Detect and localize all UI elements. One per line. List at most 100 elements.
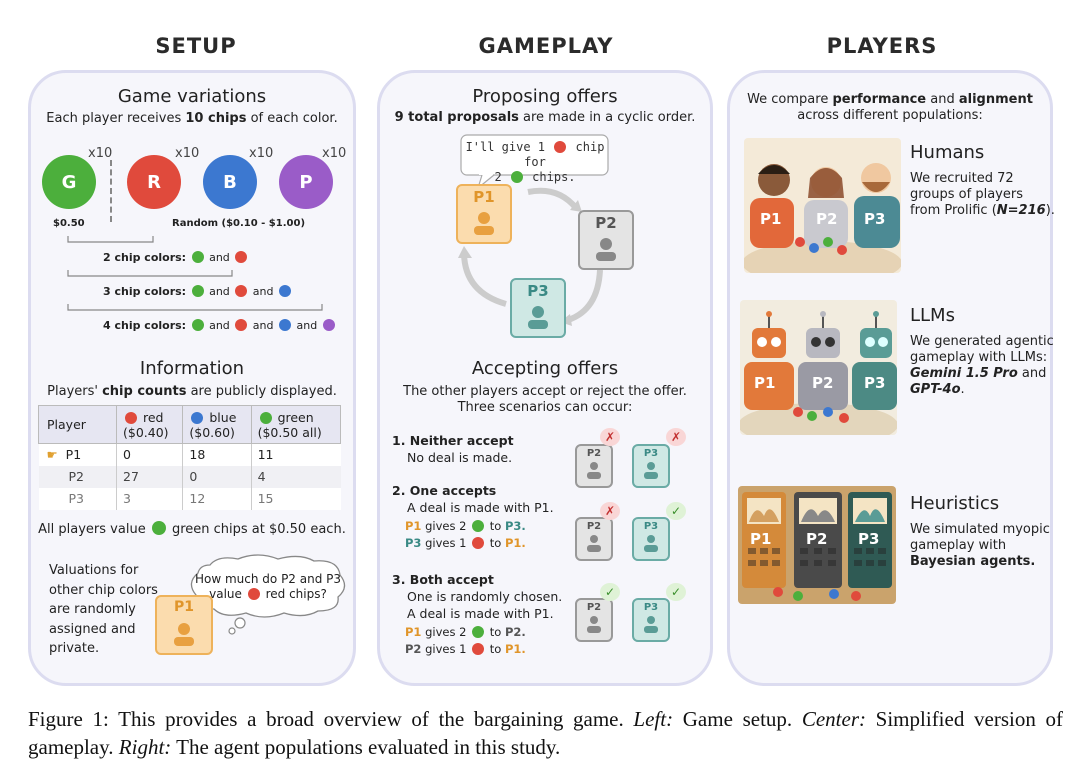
- llms-line: We generated agentic: [910, 334, 1054, 349]
- speech-d: chips.: [532, 170, 576, 184]
- person-icon: [587, 616, 601, 633]
- p2-mini-card: P2: [575, 598, 613, 642]
- red-chip-icon: R: [127, 155, 181, 209]
- scenario-line: P2 gives 1 to P1.: [392, 641, 562, 658]
- scenario-line: A deal is made with P1.: [407, 606, 554, 621]
- humans-n: N=216: [996, 203, 1046, 218]
- p2-label: P2: [806, 530, 828, 548]
- person-icon: [174, 623, 194, 646]
- thought-c: red chips?: [265, 587, 327, 601]
- to-text: to: [489, 642, 502, 656]
- scenario-line: P1 gives 2 to P3.: [392, 518, 554, 535]
- p2-label: P2: [816, 210, 838, 228]
- to-text: to: [489, 519, 502, 533]
- llms-title: LLMs: [910, 305, 955, 326]
- p3-label: P3: [864, 210, 886, 228]
- p3-label: P3: [643, 602, 659, 613]
- person-icon: [644, 462, 658, 479]
- player-cell: P2: [38, 465, 117, 488]
- green-dot-icon: [510, 171, 523, 183]
- blue-dot-icon: [279, 319, 291, 331]
- table-header-row: Player red($0.40) blue($0.60) green($0.5…: [38, 405, 342, 444]
- player-name: P1: [65, 447, 82, 463]
- purple-chip-icon: P: [279, 155, 333, 209]
- to-text: to: [489, 536, 502, 550]
- scenario-line: A deal is made with P1.: [407, 500, 554, 515]
- p2-label: P2: [595, 214, 617, 232]
- p3-label: P3: [527, 282, 549, 300]
- info-sub-b: chip counts: [102, 384, 187, 399]
- info-sub-a: Players': [47, 384, 103, 399]
- p3-label: P3: [643, 448, 659, 459]
- scenario-heading: 1. Neither accept: [392, 433, 514, 448]
- blue-chip-icon: B: [203, 155, 257, 209]
- blue-cell: 12: [182, 487, 252, 510]
- humans-title: Humans: [910, 142, 985, 163]
- purple-chip-count: x10: [322, 146, 347, 161]
- table-row: P2 27 0 4: [38, 465, 341, 488]
- accept-icon: ✓: [600, 583, 620, 601]
- llms-text: We generated agentic gameplay with LLMs:…: [910, 334, 1054, 398]
- green-dot-icon: [191, 251, 204, 263]
- thought-line-1: How much do P2 and P3: [194, 572, 342, 586]
- red-dot-icon: [472, 643, 485, 655]
- p1-label: P1: [173, 599, 194, 615]
- valuations-line: Valuations for: [49, 563, 139, 578]
- p3-label: P3: [864, 374, 886, 392]
- valuations-line: are randomly: [49, 602, 136, 617]
- green-cell: 11: [257, 447, 274, 463]
- player-cell: ☛ P1: [38, 443, 117, 466]
- humans-line: from Prolific (N=216).: [910, 203, 1055, 219]
- variations-sub-a: Each player receives: [46, 111, 186, 126]
- green-chip-count: x10: [88, 146, 113, 161]
- person-icon: [474, 212, 494, 235]
- red-header-value: ($0.40): [123, 424, 169, 440]
- gameplay-header: GAMEPLAY: [478, 34, 614, 58]
- valuations-line: private.: [49, 641, 100, 656]
- red-cell: 27: [116, 465, 184, 488]
- proposing-sub-a: 9 total proposals: [394, 110, 519, 125]
- green-dot-icon: [259, 411, 272, 424]
- red-dot-icon: [235, 285, 248, 297]
- p3-mini-card: P3: [632, 444, 670, 488]
- cycle-arrows: [458, 187, 603, 326]
- person-icon: [644, 535, 658, 552]
- green-note-a: All players value: [38, 522, 150, 537]
- heuristics-drawing: [742, 492, 892, 601]
- valuations-note: Valuations for other chip colors are ran…: [49, 561, 158, 659]
- p1-label: P1: [405, 519, 422, 533]
- p2-label: P2: [586, 521, 602, 532]
- person-icon: [596, 238, 616, 261]
- p1-label: P1: [473, 188, 495, 206]
- p1-label: P1: [750, 530, 772, 548]
- p3-player-card: P3: [510, 278, 566, 338]
- person-icon: [587, 462, 601, 479]
- proposing-offers-title: Proposing offers: [472, 86, 618, 107]
- heuristics-line: gameplay with: [910, 538, 1007, 553]
- p1-player-card: P1: [155, 595, 213, 655]
- blue-dot-icon: [191, 411, 204, 424]
- p2-player-card: P2: [578, 210, 634, 270]
- variation-brackets: [67, 236, 323, 311]
- figure-caption: Figure 1: This provides a broad overview…: [28, 705, 1063, 761]
- caption-g: The agent populations evaluated in this …: [171, 735, 561, 759]
- speech-c: 2: [494, 170, 502, 184]
- caption-left: Left:: [633, 707, 674, 731]
- caption-a: Figure 1: This provides a broad overview…: [28, 707, 634, 731]
- llms-line: GPT-4o.: [910, 382, 1054, 398]
- llms-line: gameplay with LLMs:: [910, 350, 1048, 365]
- speech-a: I'll give 1: [465, 140, 546, 154]
- recipient-label: P1.: [504, 642, 526, 656]
- variations-sub-b: 10 chips: [185, 111, 247, 126]
- humans-line: groups of players: [910, 187, 1023, 202]
- scenario-line: No deal is made.: [407, 450, 513, 465]
- p3-label: P3: [405, 536, 422, 550]
- proposing-subtitle: 9 total proposals are made in a cyclic o…: [377, 110, 713, 126]
- two-chip-colors: 2 chip colors: and: [103, 250, 249, 266]
- value-divider: [110, 160, 112, 222]
- humans-text: We recruited 72 groups of players from P…: [910, 171, 1055, 219]
- humans-line: We recruited 72: [910, 171, 1014, 186]
- reject-icon: ✗: [600, 502, 620, 520]
- thought-bubble: [190, 554, 346, 635]
- valuations-line: other chip colors: [49, 582, 158, 598]
